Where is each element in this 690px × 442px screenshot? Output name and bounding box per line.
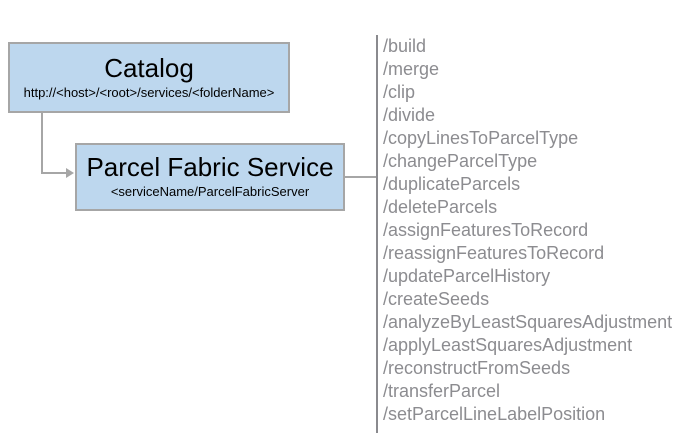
catalog-node: Catalog http://<host>/<root>/services/<f… bbox=[8, 42, 290, 113]
endpoint-item: /reassignFeaturesToRecord bbox=[383, 243, 605, 263]
endpoint-bracket-line bbox=[376, 35, 378, 433]
connector-catalog-elbow-line bbox=[41, 172, 67, 174]
endpoint-item: /clip bbox=[383, 82, 416, 102]
endpoint-item: /updateParcelHistory bbox=[383, 266, 551, 286]
endpoint-list: /build/merge/clip/divide/copyLinesToParc… bbox=[383, 35, 683, 426]
connector-arrowhead-icon bbox=[66, 168, 74, 178]
endpoint-item: /analyzeByLeastSquaresAdjustment bbox=[383, 312, 673, 332]
endpoint-item: /divide bbox=[383, 105, 436, 125]
service-subtitle: <serviceName/ParcelFabricServer bbox=[110, 184, 310, 200]
endpoint-item: /changeParcelType bbox=[383, 151, 538, 171]
service-title: Parcel Fabric Service bbox=[86, 152, 334, 183]
endpoint-item: /duplicateParcels bbox=[383, 174, 521, 194]
endpoint-item: /deleteParcels bbox=[383, 197, 498, 217]
endpoint-item: /transferParcel bbox=[383, 381, 501, 401]
endpoint-item: /build bbox=[383, 36, 427, 56]
endpoint-item: /setParcelLineLabelPosition bbox=[383, 404, 606, 424]
endpoint-item: /reconstructFromSeeds bbox=[383, 358, 571, 378]
connector-service-right-line bbox=[345, 176, 377, 178]
endpoint-item: /applyLeastSquaresAdjustment bbox=[383, 335, 633, 355]
endpoint-item: /createSeeds bbox=[383, 289, 490, 309]
endpoint-item: /copyLinesToParcelType bbox=[383, 128, 579, 148]
endpoint-item: /assignFeaturesToRecord bbox=[383, 220, 589, 240]
parcel-fabric-service-node: Parcel Fabric Service <serviceName/Parce… bbox=[75, 143, 345, 211]
catalog-title: Catalog bbox=[104, 52, 194, 83]
catalog-subtitle: http://<host>/<root>/services/<folderNam… bbox=[23, 84, 275, 100]
connector-catalog-down-line bbox=[41, 113, 43, 174]
endpoint-item: /merge bbox=[383, 59, 440, 79]
